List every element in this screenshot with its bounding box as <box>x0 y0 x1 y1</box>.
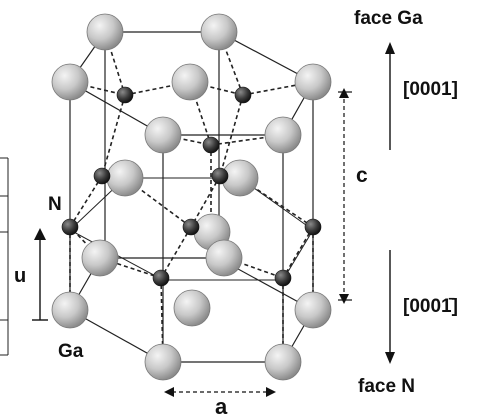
ga-atom <box>264 343 302 381</box>
n-atom <box>93 167 111 185</box>
ga-atom <box>51 291 89 329</box>
face-ga-label: face Ga <box>354 8 423 29</box>
ga-atom <box>171 63 209 101</box>
ga-atom <box>81 239 119 277</box>
ga-atom <box>294 63 332 101</box>
n-atom-label: N <box>48 194 62 215</box>
ga-atom <box>86 13 124 51</box>
ga-atom <box>200 13 238 51</box>
left-frame-lines <box>0 157 9 356</box>
direction-0001-label: [0001] <box>403 79 458 100</box>
ga-atom <box>294 291 332 329</box>
u-label: u <box>14 265 26 287</box>
ga-atom <box>173 289 211 327</box>
ga-atom <box>144 116 182 154</box>
a-arrow-right-icon <box>266 387 276 397</box>
ga-atom <box>264 116 302 154</box>
c-arrow-up-icon <box>339 88 349 98</box>
n-atom <box>182 218 200 236</box>
n-atoms <box>61 86 322 287</box>
face-n-label: face N <box>358 376 415 397</box>
u-dimension <box>32 232 48 321</box>
ga-atom-label: Ga <box>58 341 84 362</box>
ga-atoms <box>51 13 332 381</box>
n-atom <box>304 218 322 236</box>
ga-atom <box>205 239 243 277</box>
n-atom <box>274 269 292 287</box>
n-atom <box>202 136 220 154</box>
n-atom <box>211 167 229 185</box>
a-arrow-left-icon <box>164 387 174 397</box>
ga-atom <box>144 343 182 381</box>
c-label: c <box>356 164 368 187</box>
n-atom <box>61 218 79 236</box>
a-label: a <box>215 394 228 414</box>
u-arrow-up-icon <box>34 228 46 240</box>
n-atom <box>234 86 252 104</box>
direction-000-1bar-label: [0001̄] <box>403 296 458 317</box>
n-atom <box>152 269 170 287</box>
c-arrow-down-icon <box>339 294 349 304</box>
direction-up-arrow-icon <box>385 42 395 54</box>
n-atom <box>116 86 134 104</box>
ga-atom <box>51 63 89 101</box>
direction-down-arrow-icon <box>385 352 395 364</box>
ga-atom <box>106 159 144 197</box>
